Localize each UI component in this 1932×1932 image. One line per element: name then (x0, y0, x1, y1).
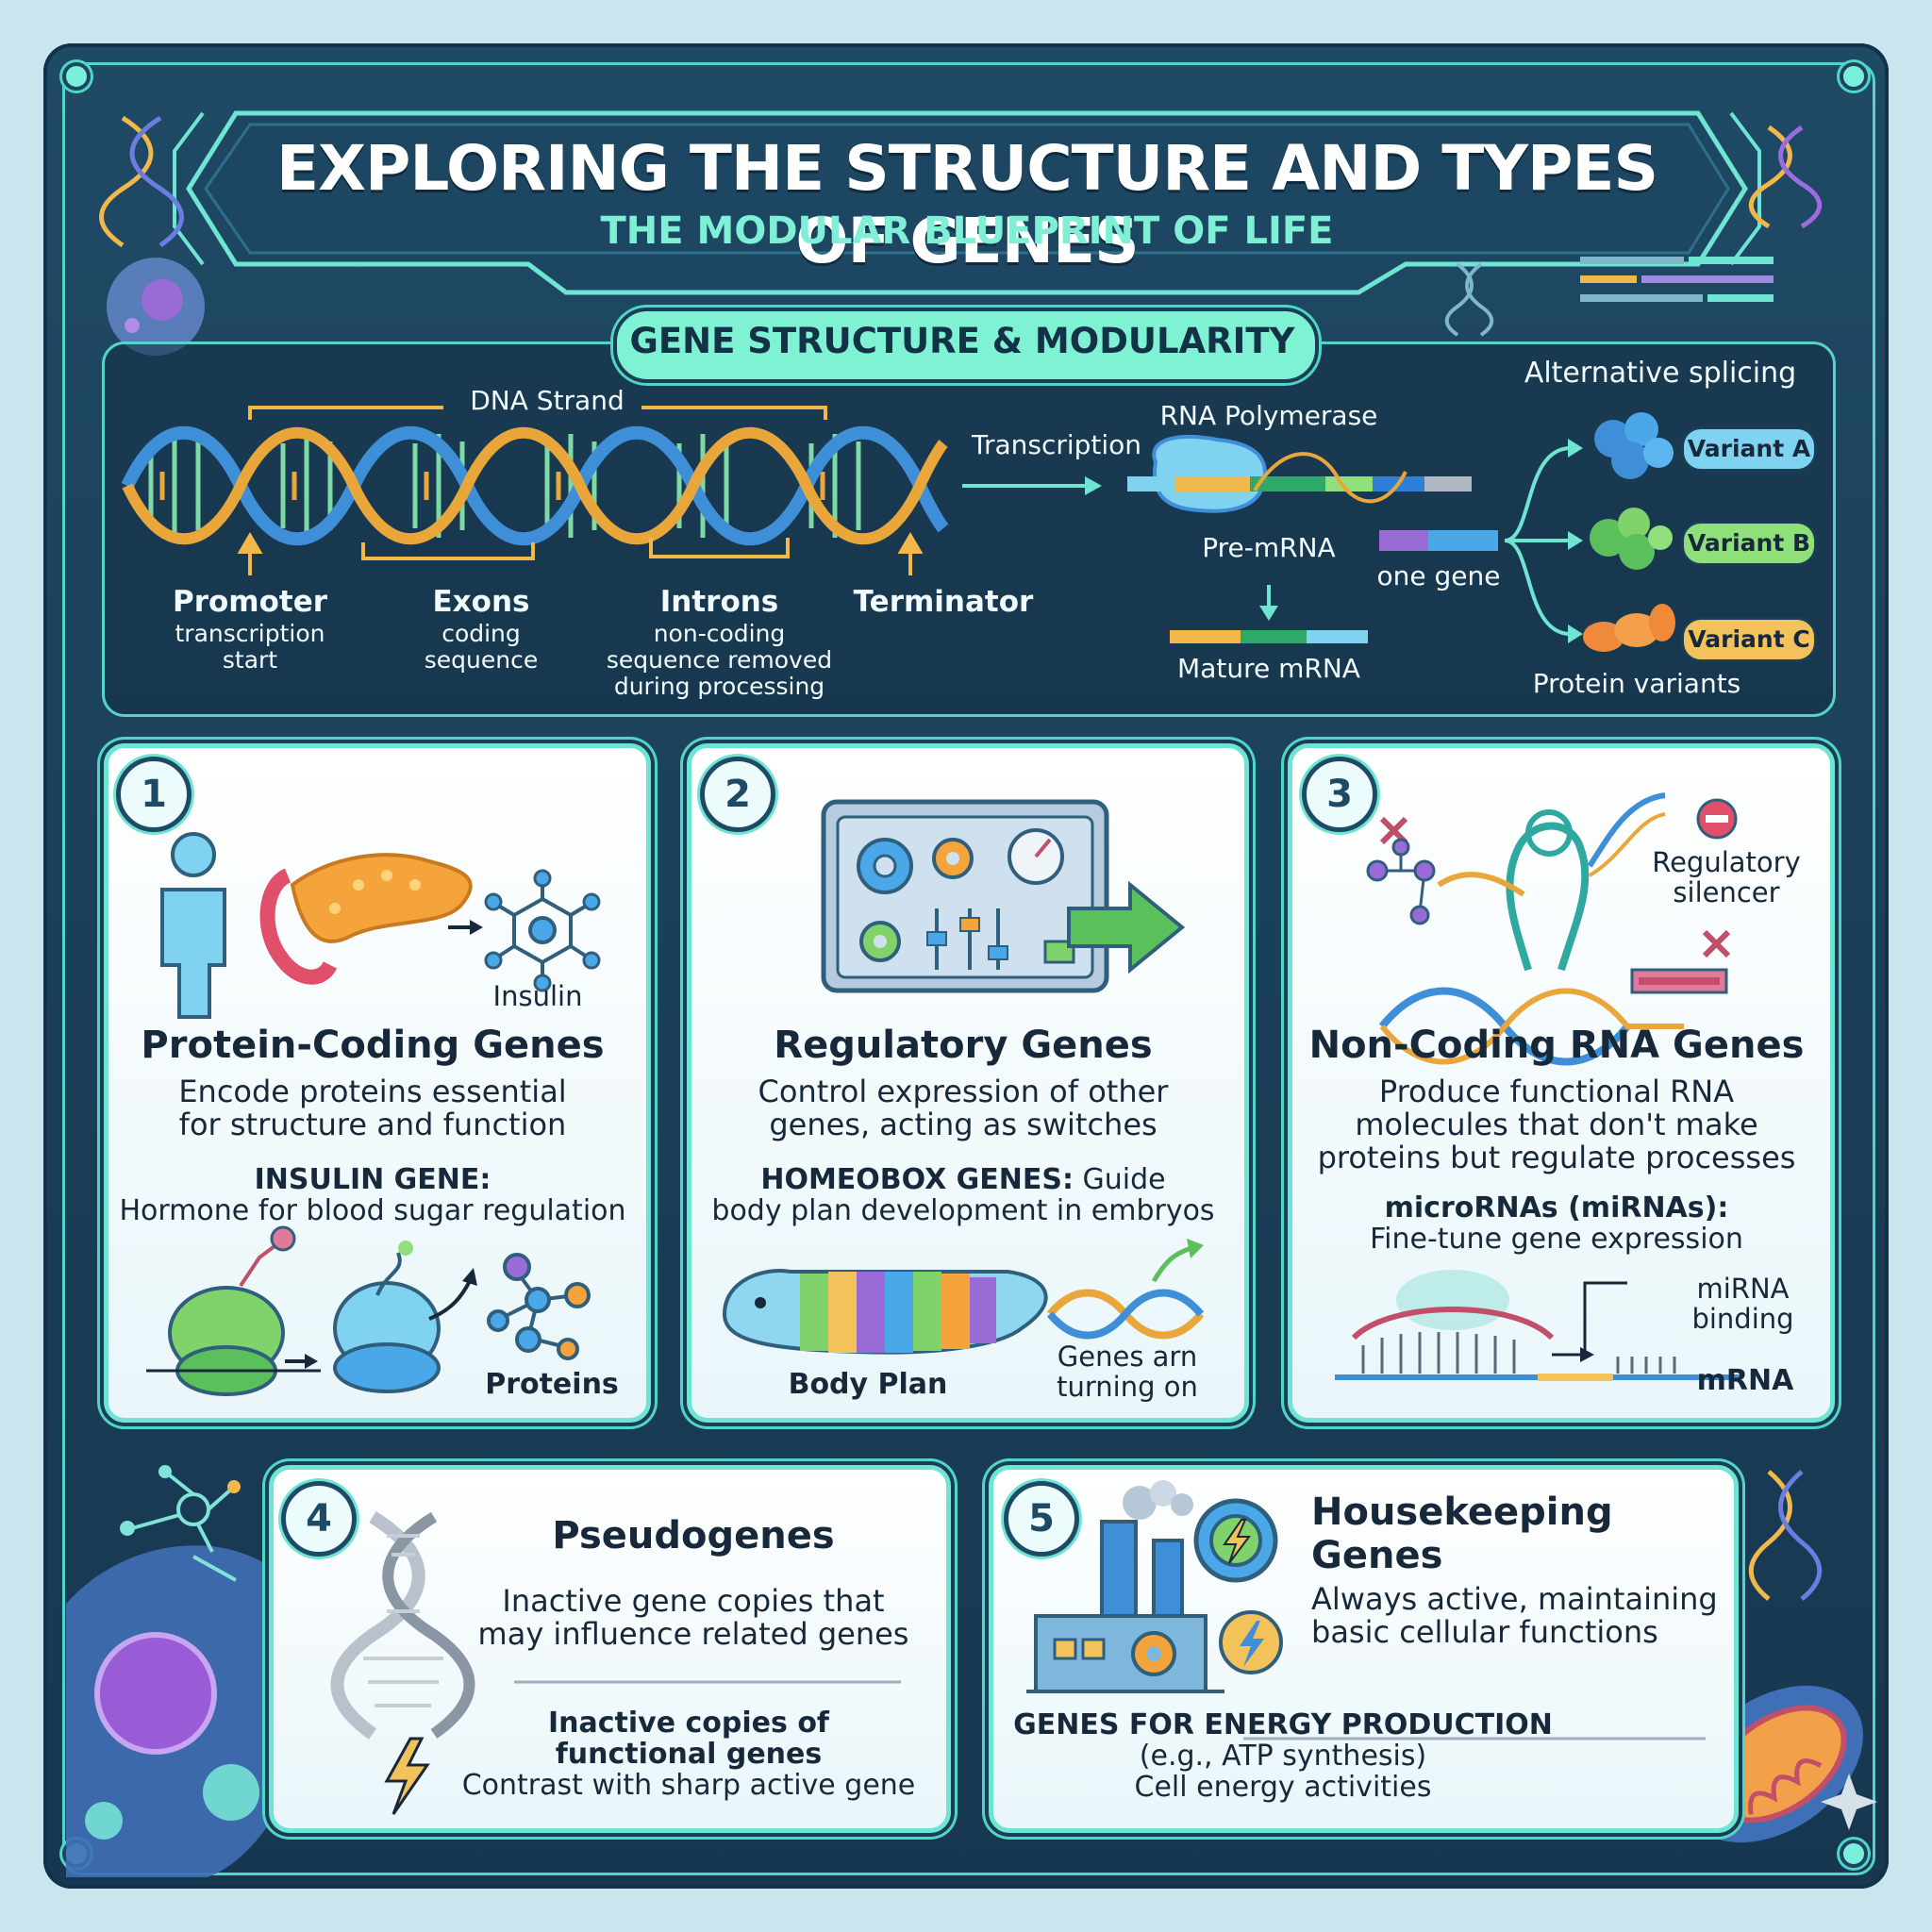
protein-molecule-icon (487, 1253, 591, 1360)
housekeeping-illustration (1026, 1480, 1706, 1740)
card-example: microRNAs (miRNAs): Fine-tune gene expre… (1370, 1191, 1743, 1256)
lightning-icon (384, 1737, 430, 1815)
variant-c-badge: Variant C (1681, 617, 1817, 662)
mrna-label: mRNA (1696, 1364, 1794, 1397)
pseudogene-illustration (330, 1511, 901, 1815)
card-example: GENES FOR ENERGY PRODUCTION (e.g., ATP s… (1013, 1708, 1553, 1804)
rna-hairpin-icon (1437, 809, 1590, 972)
section-pill (613, 308, 1319, 383)
card-example: Inactive copies of functional genes Cont… (461, 1707, 916, 1802)
genes-turning-on-caption: Genes arn turning on (1057, 1341, 1198, 1403)
page-title: EXPLORING THE STRUCTURE AND TYPES OF GEN… (275, 132, 1658, 277)
protein-variants-label: Protein variants (1532, 668, 1741, 699)
variant-a-badge: Variant A (1681, 426, 1817, 472)
gear-icon (1193, 1498, 1278, 1583)
card-number: 4 (281, 1481, 357, 1557)
insulin-tag: Insulin (492, 980, 583, 1012)
exons-desc: coding sequence (424, 620, 539, 674)
faded-dna-icon (330, 1511, 475, 1740)
regulatory-silencer-tag: Regulatory silencer (1652, 846, 1801, 908)
corner-dot (62, 62, 91, 91)
alternative-splicing-label: Alternative splicing (1524, 357, 1797, 390)
one-gene-label: one gene (1376, 560, 1501, 591)
card-description: Always active, maintaining basic cellula… (1311, 1581, 1718, 1650)
card-title: Housekeeping Genes (1311, 1491, 1613, 1577)
regulatory-illustration (722, 799, 1205, 1355)
person-icon (160, 832, 226, 1019)
dna-icon (99, 115, 184, 248)
body-plan-caption: Body Plan (788, 1368, 948, 1401)
card-number: 5 (1004, 1481, 1079, 1557)
card-number: 1 (116, 757, 192, 832)
non-coding-rna-illustration (1335, 792, 1740, 1381)
mirna-binding-label: miRNA binding (1691, 1273, 1794, 1335)
ribosome-icon (146, 1225, 321, 1396)
card-number: 3 (1302, 757, 1377, 832)
mirna-binding-icon (1335, 1270, 1740, 1381)
pancreas-icon (259, 853, 473, 985)
introns-label: Introns (659, 585, 779, 619)
protein-variant-a-icon (1594, 412, 1674, 479)
card-title: Protein-Coding Genes (141, 1024, 605, 1067)
silencer-icon (1696, 798, 1738, 840)
pre-mrna-label: Pre-mRNA (1202, 532, 1336, 563)
ribosome-icon (333, 1241, 441, 1393)
protein-variant-c-icon (1583, 604, 1675, 652)
card-description: Encode proteins essential for structure … (178, 1074, 567, 1142)
card-description: Produce functional RNA molecules that do… (1317, 1074, 1796, 1175)
introns-desc: non-coding sequence removed during proce… (606, 620, 833, 700)
dna-switch-icon (1046, 1239, 1205, 1340)
promoter-desc: transcription start (175, 620, 325, 674)
promoter-label: Promoter (172, 585, 328, 619)
corner-dot (1840, 1840, 1868, 1868)
card-title: Regulatory Genes (774, 1024, 1153, 1067)
card-non-coding-rna (1288, 743, 1835, 1423)
card-example: HOMEOBOX GENES: Guide body plan developm… (711, 1163, 1215, 1227)
transcription-label: Transcription (971, 429, 1142, 460)
rna-polymerase-label: RNA Polymerase (1159, 400, 1378, 431)
card-number: 2 (700, 757, 775, 832)
molecule-icon (1366, 838, 1436, 925)
card-description: Inactive gene copies that may influence … (477, 1583, 909, 1652)
card-description: Control expression of other genes, actin… (758, 1074, 1169, 1142)
protein-coding-illustration (146, 832, 601, 1396)
page-subtitle: THE MODULAR BLUEPRINT OF LIFE (600, 209, 1334, 253)
proteins-caption: Proteins (485, 1368, 619, 1401)
card-title: Non-Coding RNA Genes (1308, 1024, 1805, 1067)
section-label: GENE STRUCTURE & MODULARITY (629, 321, 1295, 361)
mature-mrna-label: Mature mRNA (1177, 653, 1360, 684)
switch-arrow-icon (1067, 880, 1186, 974)
dna-strand-label: DNA Strand (470, 385, 625, 416)
card-example: INSULIN GENE: Hormone for blood sugar re… (119, 1163, 626, 1227)
dna-helix-icon (121, 426, 949, 545)
corner-dot (1840, 62, 1868, 91)
card-title: Pseudogenes (552, 1514, 835, 1557)
exons-label: Exons (432, 585, 530, 619)
energy-icon (1219, 1610, 1283, 1674)
terminator-label: Terminator (853, 585, 1034, 619)
variant-b-badge: Variant B (1681, 521, 1817, 566)
embryo-body-plan-icon (722, 1269, 1048, 1355)
control-panel-icon (821, 799, 1109, 993)
protein-variant-b-icon (1590, 508, 1673, 570)
insulin-molecule-icon (493, 880, 591, 981)
factory-icon (1026, 1480, 1224, 1693)
